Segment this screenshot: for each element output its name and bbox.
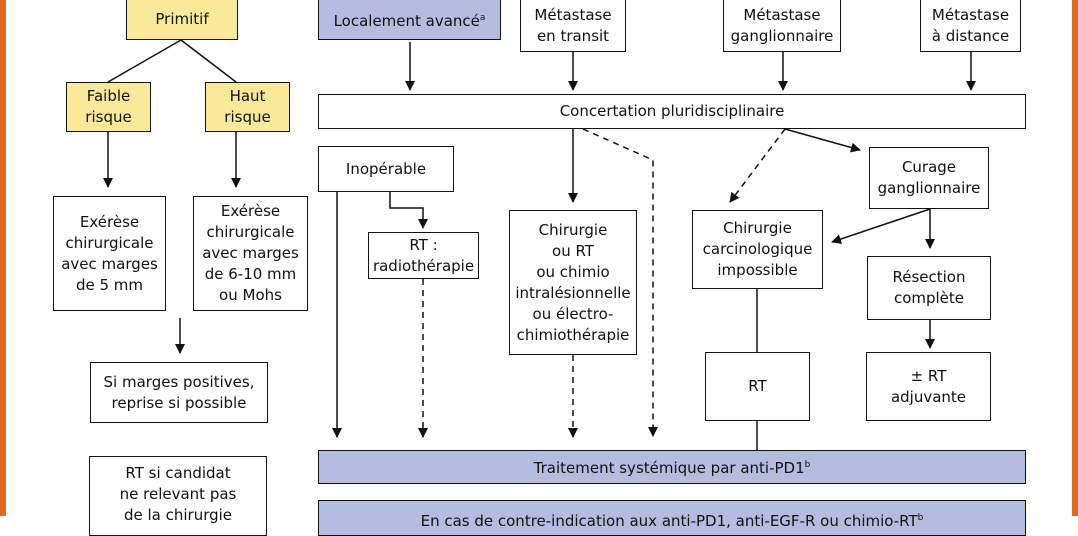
node-localement-avance: Localement avancéa xyxy=(318,0,501,40)
node-contre-indication: En cas de contre-indication aux anti-PD1… xyxy=(318,500,1026,536)
node-concertation: Concertation pluridisciplinaire xyxy=(318,94,1026,129)
edge-primitif-haut xyxy=(180,39,237,83)
node-rt-radiotherapie: RT : radiothérapie xyxy=(368,232,479,279)
node-inoperable: Inopérable xyxy=(318,146,454,192)
node-chirurgie-options: Chirurgie ou RT ou chimio intralésionnel… xyxy=(509,210,637,355)
edge-primitif-faible xyxy=(107,39,182,83)
node-primitif: Primitif xyxy=(126,0,238,40)
node-metastase-ganglionnaire: Métastase ganglionnaire xyxy=(723,0,841,52)
dashed-concertation-traitement xyxy=(582,128,658,437)
node-rt-candidat: RT si candidat ne relevant pas de la chi… xyxy=(89,456,267,536)
arrow-concertation-curage xyxy=(784,128,861,153)
node-marges-positives: Si marges positives, reprise si possible xyxy=(90,362,268,423)
node-metastase-distance: Métastase à distance xyxy=(920,0,1021,52)
node-curage: Curage ganglionnaire xyxy=(869,147,989,209)
node-rt-adjuvante: ± RT adjuvante xyxy=(866,352,991,421)
orange-side-borders xyxy=(0,0,1078,516)
dashed-concertation-impossible xyxy=(729,128,786,203)
node-chirurgie-impossible: Chirurgie carcinologique impossible xyxy=(692,210,823,289)
node-traitement-systemique: Traitement systémique par anti-PD1b xyxy=(318,450,1026,484)
node-rt: RT xyxy=(705,352,810,421)
node-metastase-transit: Métastase en transit xyxy=(520,0,626,52)
node-resection-complete: Résection complète xyxy=(867,256,991,320)
node-exerese-6-10mm: Exérèse chirurgicale avec marges de 6-10… xyxy=(193,196,308,311)
node-haut-risque: Haut risque xyxy=(205,82,290,132)
node-faible-risque: Faible risque xyxy=(66,82,151,132)
node-exerese-5mm: Exérèse chirurgicale avec marges de 5 mm xyxy=(53,196,166,311)
flow-connectors xyxy=(103,39,976,450)
arrow-curage-impossible xyxy=(831,208,931,244)
arrow-inoperable-rt xyxy=(389,192,428,229)
